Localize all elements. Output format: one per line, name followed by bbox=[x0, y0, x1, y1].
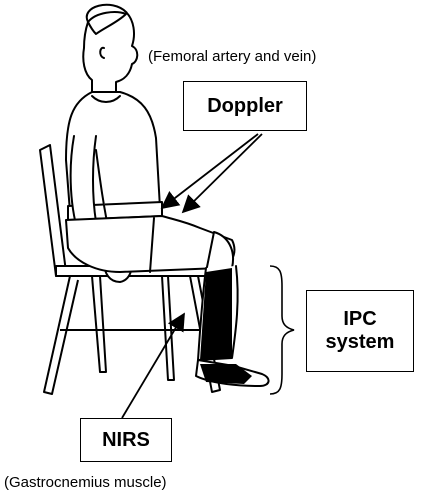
doppler-label: Doppler bbox=[207, 95, 283, 118]
femoral-caption: (Femoral artery and vein) bbox=[148, 48, 316, 65]
doppler-label-box: Doppler bbox=[183, 81, 307, 131]
ipc-sleeve bbox=[200, 268, 252, 384]
ipc-label-box: IPC system bbox=[306, 290, 414, 372]
doppler-arrow-2 bbox=[183, 134, 262, 212]
gastrocnemius-caption: (Gastrocnemius muscle) bbox=[4, 474, 167, 491]
nirs-label: NIRS bbox=[102, 429, 150, 452]
doppler-arrow-1 bbox=[162, 134, 258, 208]
nirs-label-box: NIRS bbox=[80, 418, 172, 462]
ipc-label: IPC system bbox=[307, 308, 413, 354]
ipc-brace bbox=[270, 266, 294, 394]
